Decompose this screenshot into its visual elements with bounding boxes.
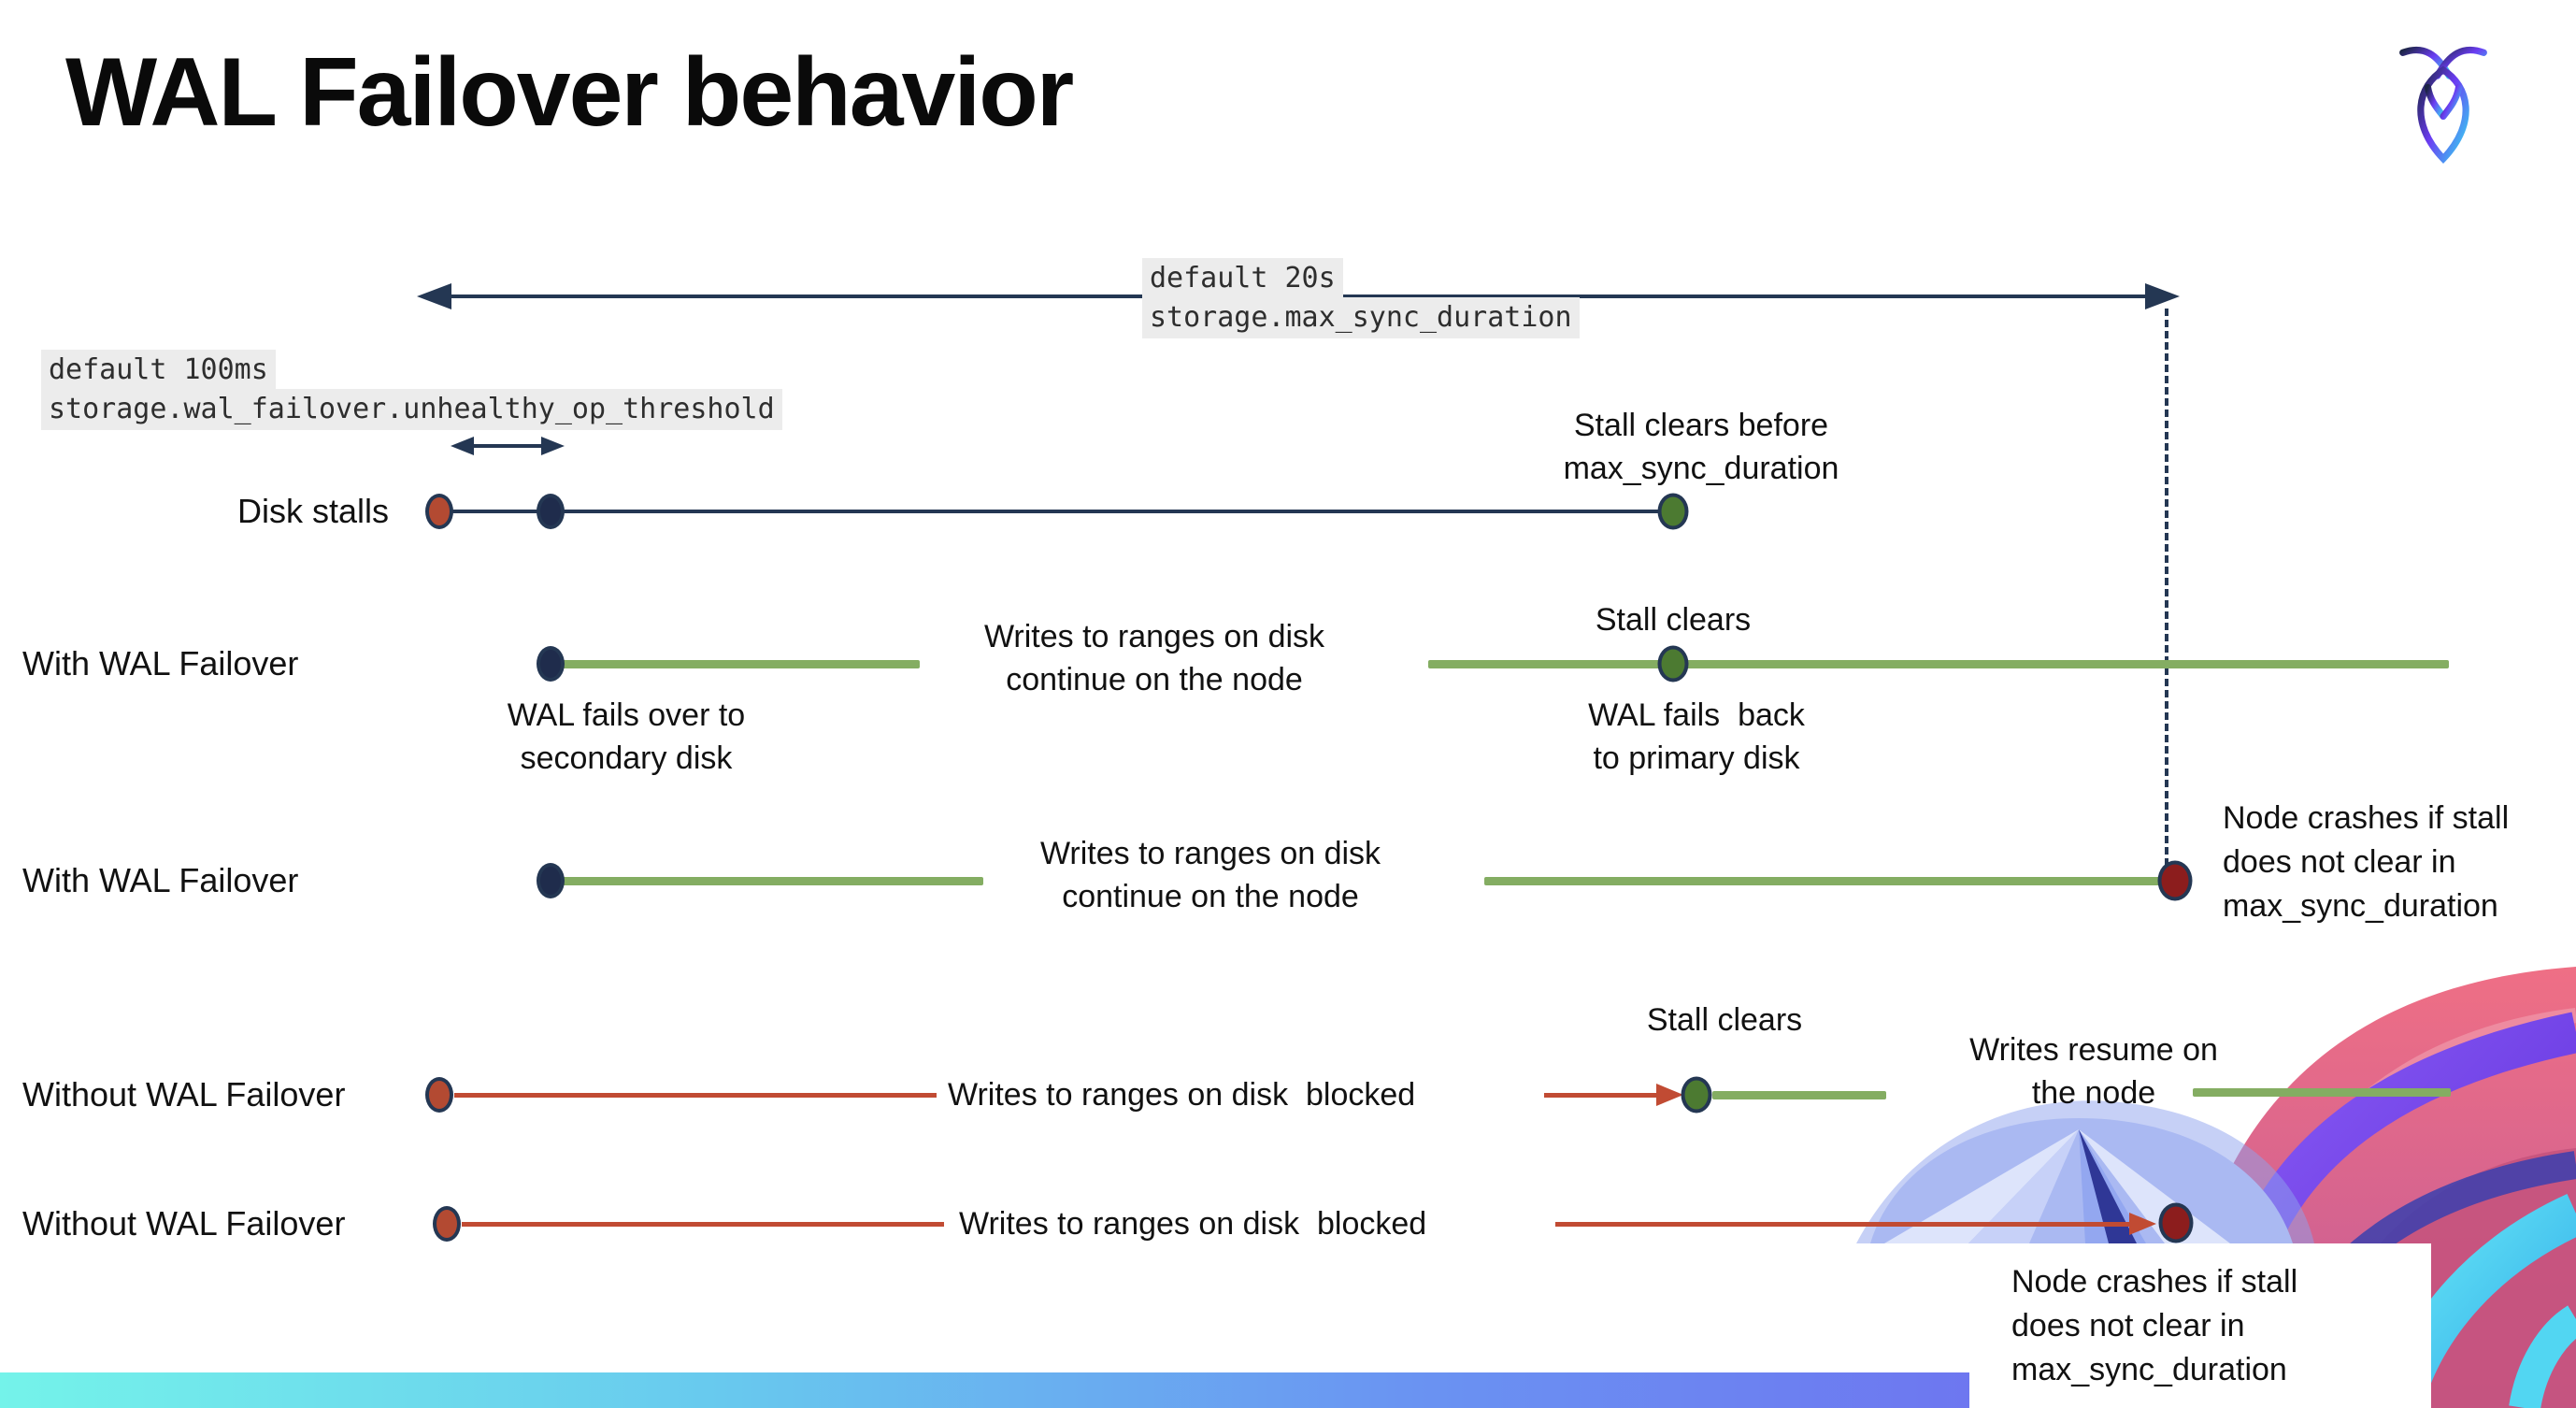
stall-start-dot bbox=[433, 1206, 461, 1242]
threshold-setting-chip: storage.wal_failover.unhealthy_op_thresh… bbox=[41, 389, 782, 430]
healthy-writes-line bbox=[1712, 1091, 1886, 1099]
arrowhead-right-icon bbox=[541, 437, 565, 455]
annotation-writes-continue: Writes to ranges on disk continue on the… bbox=[1039, 836, 1381, 914]
page-title: WAL Failover behavior bbox=[65, 38, 1074, 147]
timeline-segment bbox=[439, 510, 551, 513]
failover-dot bbox=[537, 863, 565, 898]
annotation-writes-resume: Writes resume on the node bbox=[1969, 1032, 2218, 1111]
row-label-disk-stalls: Disk stalls bbox=[236, 492, 389, 530]
red-arrowhead-icon bbox=[2129, 1213, 2156, 1235]
node-crash-dot bbox=[2157, 860, 2193, 901]
timeline-segment bbox=[551, 510, 1673, 513]
annotation-stall-clears-before: Stall clears before max_sync_duration bbox=[1563, 408, 1839, 486]
node-crash-dot bbox=[2158, 1202, 2194, 1243]
max-sync-default-chip: default 20s bbox=[1142, 258, 1343, 299]
annotation-stall-clears: Stall clears bbox=[1595, 602, 1752, 638]
annotation-stall-clears: Stall clears bbox=[1646, 1002, 1803, 1038]
row-label-without-wal-failover: Without WAL Failover bbox=[22, 1075, 346, 1113]
row-label-without-wal-failover: Without WAL Failover bbox=[22, 1204, 346, 1243]
blocked-writes-line bbox=[462, 1222, 944, 1227]
blocked-writes-line bbox=[454, 1093, 937, 1098]
cockroachdb-logo-icon bbox=[2399, 46, 2487, 165]
annotation-writes-blocked: Writes to ranges on disk blocked bbox=[948, 1077, 1416, 1113]
arrowhead-left-icon bbox=[451, 437, 474, 455]
annotation-writes-blocked: Writes to ranges on disk blocked bbox=[959, 1206, 1427, 1242]
healthy-writes-line bbox=[1428, 660, 2449, 668]
stall-clears-dot bbox=[1681, 1076, 1712, 1113]
healthy-writes-line bbox=[2193, 1088, 2451, 1097]
threshold-range-line bbox=[460, 444, 557, 448]
row-label-with-wal-failover: With WAL Failover bbox=[22, 861, 299, 899]
arrowhead-right-icon bbox=[2145, 283, 2180, 309]
annotation-node-crashes: Node crashes if stall does not clear in … bbox=[2223, 800, 2510, 924]
stall-start-dot bbox=[425, 494, 453, 529]
stall-clears-dot bbox=[1657, 645, 1689, 682]
max-sync-setting-chip: storage.max_sync_duration bbox=[1142, 297, 1580, 338]
blocked-writes-line bbox=[1544, 1093, 1660, 1098]
stall-clears-dot bbox=[1657, 493, 1689, 530]
failover-dot bbox=[537, 646, 565, 682]
threshold-reached-dot bbox=[537, 494, 565, 529]
threshold-default-chip: default 100ms bbox=[41, 350, 276, 391]
healthy-writes-line bbox=[553, 877, 983, 885]
annotation-wal-fails-over: WAL fails over to secondary disk bbox=[507, 697, 746, 776]
arrowhead-left-icon bbox=[417, 283, 451, 309]
annotation-writes-continue: Writes to ranges on disk continue on the… bbox=[983, 619, 1325, 697]
row-label-with-wal-failover: With WAL Failover bbox=[22, 644, 299, 682]
stall-start-dot bbox=[425, 1077, 453, 1113]
note-box bbox=[1969, 1243, 2431, 1408]
max-sync-deadline-dashed-line bbox=[2165, 309, 2168, 866]
healthy-writes-line bbox=[1484, 877, 2170, 885]
red-arrowhead-icon bbox=[1656, 1084, 1683, 1106]
annotation-wal-fails-back: WAL fails back to primary disk bbox=[1588, 697, 1805, 776]
annotation-node-crashes: Node crashes if stall does not clear in … bbox=[2011, 1264, 2298, 1387]
blocked-writes-line bbox=[1555, 1222, 2133, 1227]
healthy-writes-line bbox=[553, 660, 920, 668]
